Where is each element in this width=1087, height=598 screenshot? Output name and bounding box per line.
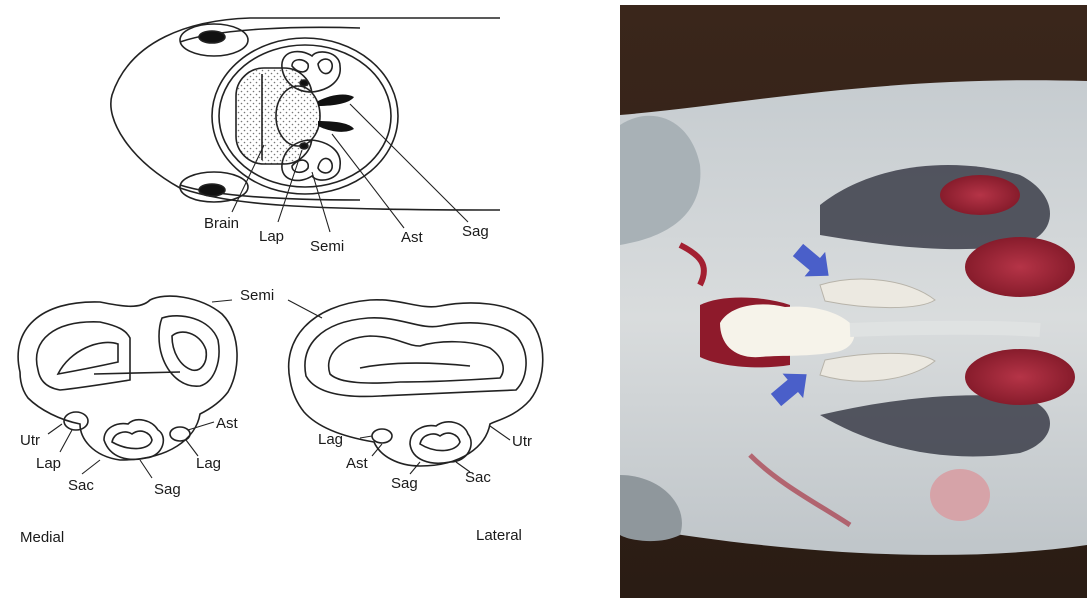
caption-lateral: Lateral: [476, 527, 522, 544]
label-sag: Sag: [462, 223, 489, 240]
label-sac-medial: Sac: [68, 477, 94, 494]
label-semi-shared: Semi: [240, 287, 274, 304]
left-eye: [180, 24, 248, 56]
label-utr-lateral: Utr: [512, 433, 532, 450]
label-semi: Semi: [310, 238, 344, 255]
label-sac-lateral: Sac: [465, 469, 491, 486]
fish-head-dorsal-view: [111, 18, 500, 232]
label-ast-medial: Ast: [216, 415, 239, 432]
caption-medial: Medial: [20, 529, 64, 546]
inner-ear-medial-view: [18, 296, 237, 478]
label-brain: Brain: [204, 215, 239, 232]
otolith-diagram: Brain Lap Semi Ast Sag Semi Utr Lap Sa: [0, 0, 610, 598]
dissection-photo: [620, 5, 1087, 598]
label-lag-lateral: Lag: [318, 431, 343, 448]
label-lap: Lap: [259, 228, 284, 245]
label-utr-medial: Utr: [20, 432, 40, 449]
label-ast: Ast: [401, 229, 424, 246]
label-lap-medial: Lap: [36, 455, 61, 472]
label-ast-lateral: Ast: [346, 455, 369, 472]
medial-view-labels: Semi Utr Lap Sac Sag Ast Lag: [20, 287, 274, 498]
label-sag-medial: Sag: [154, 481, 181, 498]
sagitta-otoliths: [318, 94, 354, 131]
label-sag-lateral: Sag: [391, 475, 418, 492]
label-lag-medial: Lag: [196, 455, 221, 472]
top-diagram-labels: Brain Lap Semi Ast Sag: [204, 215, 489, 255]
